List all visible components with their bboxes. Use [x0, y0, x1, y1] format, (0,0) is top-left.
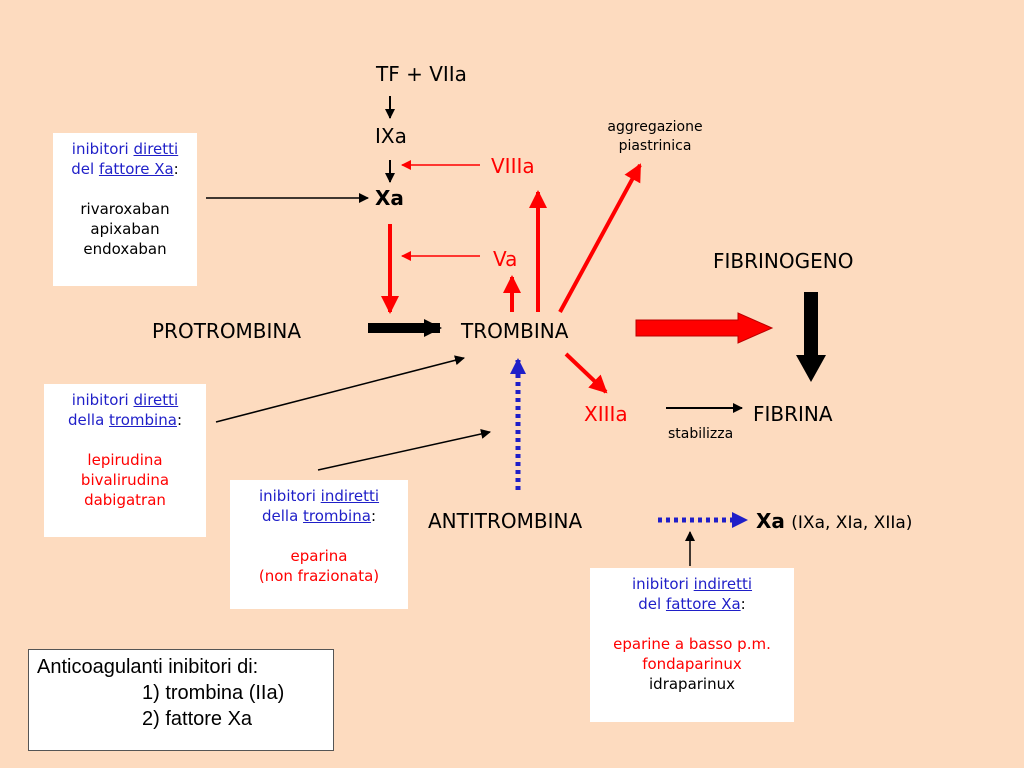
arrow-thrombin-to-fibrinogen [635, 312, 774, 344]
node-xa-right: Xa [756, 509, 785, 533]
arrow-thr-direct-to-thrombin [215, 355, 465, 423]
label-stabilizza: stabilizza [668, 426, 734, 442]
box-direct-thrombin-inhibitors: inibitori diretti della trombina: lepiru… [44, 384, 206, 537]
arrow-thr-indirect-to-antithrombin [317, 429, 491, 471]
drug-bivalirudina: bivalirudina [80, 471, 170, 489]
box-indirect-xa-title-1: inibitori indiretti [631, 575, 753, 593]
box-indirect-thr-title-1: inibitori indiretti [258, 487, 380, 505]
node-trombina: TROMBINA [461, 319, 569, 343]
box-direct-xa-inhibitors: inibitori diretti del fattore Xa: rivaro… [53, 133, 197, 286]
legend-title: Anticoagulanti inibitori di: [37, 656, 259, 678]
label-aggregazione: aggregazione [607, 119, 703, 135]
node-xa: Xa [375, 186, 404, 210]
box-direct-xa-title-2: del fattore Xa: [71, 160, 179, 178]
node-antitrombina: ANTITROMBINA [428, 509, 583, 533]
arrow-thrombin-to-xiiia [564, 352, 608, 394]
box-direct-thr-title-2: della trombina: [67, 411, 182, 429]
box-indirect-thr-title-2: della trombina: [261, 507, 376, 525]
box-indirect-thrombin-inhibitors: inibitori indiretti della trombina: epar… [230, 480, 408, 609]
node-protrombina: PROTROMBINA [152, 319, 302, 343]
drug-apixaban: apixaban [90, 220, 160, 238]
node-fibrina: FIBRINA [753, 402, 833, 426]
drug-rivaroxaban: rivaroxaban [80, 200, 170, 218]
label-piastrinica: piastrinica [618, 138, 692, 154]
node-va: Va [493, 247, 518, 271]
drug-non-frazionata: (non frazionata) [258, 567, 380, 585]
node-tf-viia: TF + VIIa [376, 62, 467, 86]
node-ixa: IXa [375, 124, 407, 148]
drug-dabigatran: dabigatran [84, 491, 166, 509]
box-indirect-xa-title-2: del fattore Xa: [638, 595, 746, 613]
box-direct-xa-title-1: inibitori diretti [71, 140, 179, 158]
box-direct-thr-title-1: inibitori diretti [71, 391, 179, 409]
drug-idraparinux: idraparinux [649, 675, 735, 693]
node-viiia: VIIIa [491, 154, 535, 178]
drug-endoxaban: endoxaban [83, 240, 167, 258]
arrow-fibrinogen-to-fibrin [796, 292, 826, 382]
label-aggregation: aggregazione piastrinica [596, 118, 714, 156]
node-xa-targets: Xa (IXa, XIa, XIIa) [756, 509, 912, 533]
drug-eparina: eparina [290, 547, 348, 565]
legend-box: Anticoagulanti inibitori di: 1) trombina… [28, 649, 334, 751]
legend-item-2: 2) fattore Xa [142, 708, 253, 730]
drug-fondaparinux: fondaparinux [642, 655, 742, 673]
drug-lepirudina: lepirudina [87, 451, 163, 469]
arrow-thrombin-to-aggregation [558, 163, 642, 313]
node-xa-right-extra: (IXa, XIa, XIIa) [791, 513, 913, 533]
node-xiiia: XIIIa [584, 402, 628, 426]
box-indirect-xa-inhibitors: inibitori indiretti del fattore Xa: epar… [590, 568, 794, 722]
drug-eparine-basso-pm: eparine a basso p.m. [613, 635, 771, 653]
legend-item-1: 1) trombina (IIa) [142, 682, 285, 704]
node-fibrinogeno: FIBRINOGENO [713, 249, 854, 273]
